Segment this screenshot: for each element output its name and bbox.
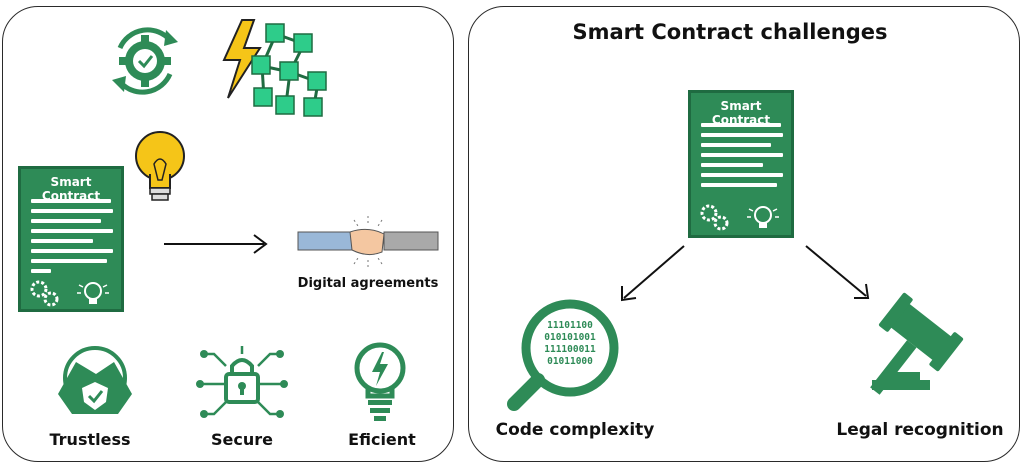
digital-agreements-label: Digital agreements [297, 276, 439, 291]
binary-line: 111100011 [544, 344, 596, 355]
gavel-icon [870, 292, 964, 395]
right-arrow [164, 234, 268, 254]
handshake-shield-icon [58, 346, 132, 414]
padlock-circuit-icon [196, 346, 288, 418]
idea-lightbulb-icon [135, 131, 185, 201]
binary-code: 11101100 010101001 111100011 01011000 [528, 320, 612, 368]
binary-line: 010101001 [544, 332, 596, 343]
binary-line: 11101100 [547, 320, 593, 331]
blockchain-network-icon [222, 19, 327, 117]
benefit-label: Secure [211, 430, 273, 449]
handshake-icon [297, 216, 439, 268]
smart-contract-document: Smart Contract [688, 90, 794, 238]
branch-arrows [621, 245, 870, 302]
lightbulb-bolt-icon [354, 342, 406, 421]
sync-gear-icon [112, 27, 178, 95]
smart-contract-document: Smart Contract [18, 166, 124, 312]
challenge-label: Legal recognition [836, 420, 1004, 440]
gears-bulb-icon [30, 280, 109, 307]
binary-line: 01011000 [547, 356, 593, 367]
challenge-label: Code complexity [495, 420, 655, 440]
magnifier-binary-icon [507, 299, 619, 411]
gears-bulb-icon [700, 204, 779, 231]
benefit-label: Trustless [49, 430, 131, 449]
challenges-title: Smart Contract challenges [572, 20, 888, 44]
benefit-label: Eficient [348, 430, 416, 449]
